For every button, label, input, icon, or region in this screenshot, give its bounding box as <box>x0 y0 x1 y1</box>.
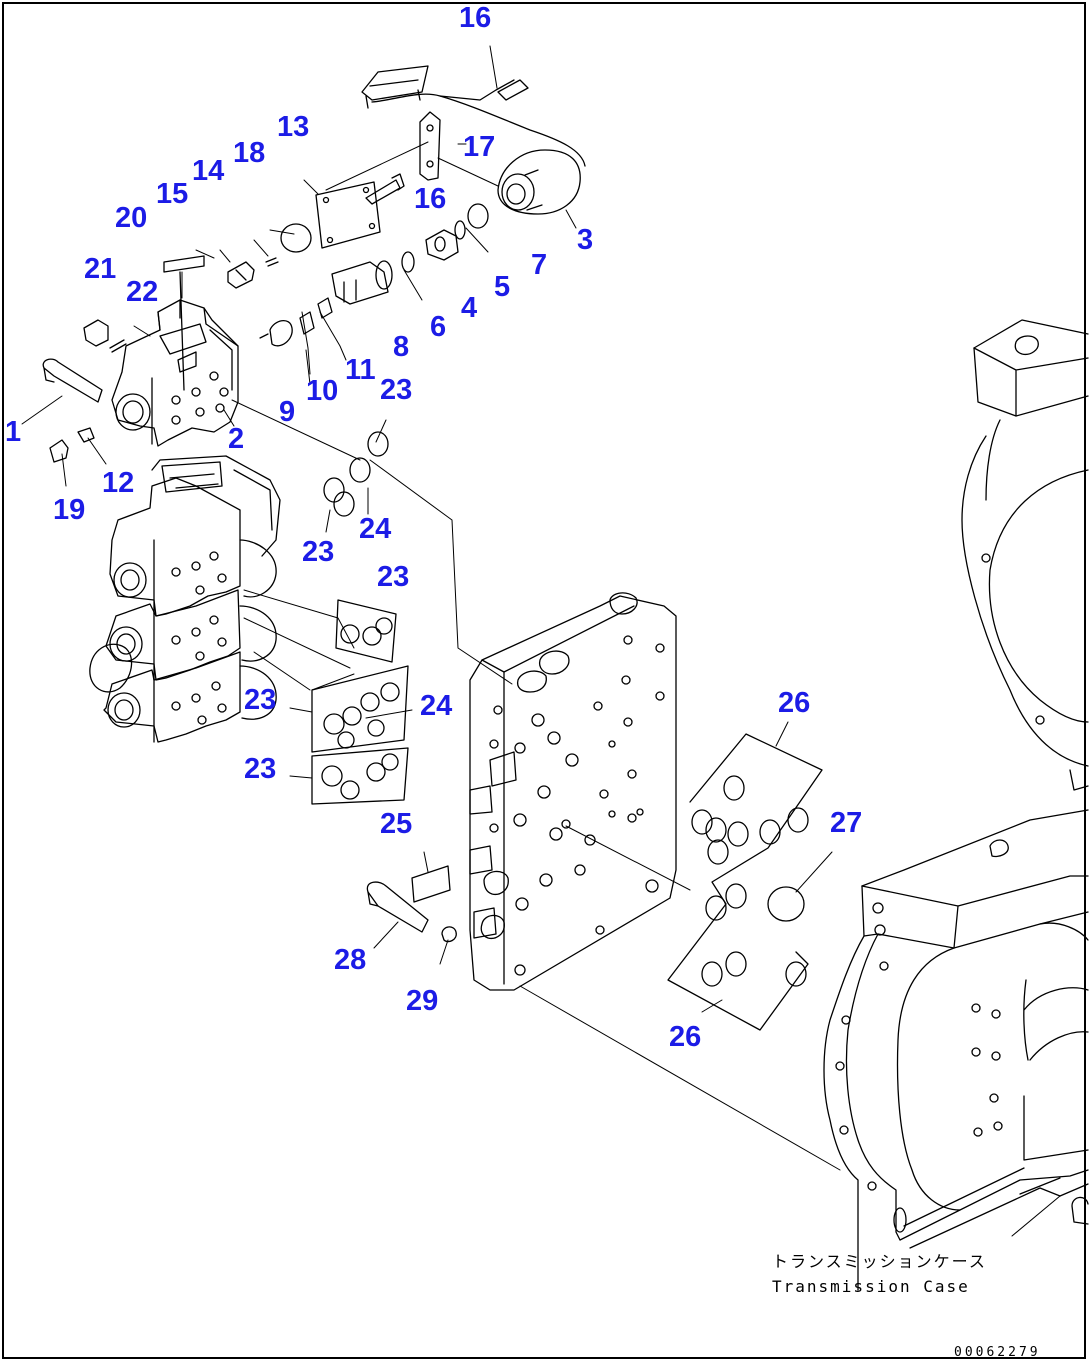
callout-29: 29 <box>406 985 439 1017</box>
callout-11: 11 <box>345 354 376 386</box>
callout-20: 20 <box>115 202 148 234</box>
callout-28: 28 <box>334 944 367 976</box>
callout-6: 6 <box>430 311 447 343</box>
gaskets <box>312 432 408 804</box>
callout-9: 9 <box>279 396 296 428</box>
callout-2: 2 <box>228 423 245 455</box>
callout-3: 3 <box>577 224 594 256</box>
leader-lines <box>22 46 1060 1236</box>
callout-16-top: 16 <box>459 2 492 34</box>
callout-5: 5 <box>494 271 511 303</box>
callout-24-b: 24 <box>420 690 453 722</box>
callout-7: 7 <box>531 249 548 281</box>
callout-13: 13 <box>277 111 310 143</box>
callout-1: 1 <box>5 416 22 448</box>
callout-25: 25 <box>380 808 413 840</box>
exploded-small-parts <box>43 174 488 462</box>
callout-21: 21 <box>84 253 117 285</box>
callout-23-d: 23 <box>244 684 277 716</box>
document-id: 00062279 <box>954 1345 1041 1360</box>
callout-14: 14 <box>192 155 225 187</box>
callout-27: 27 <box>830 807 863 839</box>
callout-4: 4 <box>461 292 478 324</box>
callout-15: 15 <box>156 178 189 210</box>
callout-22: 22 <box>126 276 159 308</box>
callout-10: 10 <box>306 375 339 407</box>
callout-19: 19 <box>53 494 86 526</box>
callout-12: 12 <box>102 467 135 499</box>
valve-stack <box>90 456 280 742</box>
callout-24-a: 24 <box>359 513 392 545</box>
caption-japanese: トランスミッションケース <box>772 1252 987 1271</box>
solenoid-assembly <box>362 66 585 214</box>
callout-23-a: 23 <box>380 374 413 406</box>
callout-26-bottom: 26 <box>669 1021 702 1053</box>
callout-17: 17 <box>463 131 496 163</box>
valve-body-top <box>112 300 238 446</box>
callout-23-b: 23 <box>302 536 335 568</box>
separator-plate <box>668 734 822 1030</box>
callout-18: 18 <box>233 137 266 169</box>
lower-small-parts <box>367 866 804 942</box>
callout-23-c: 23 <box>377 561 410 593</box>
valve-plate <box>470 593 676 990</box>
transmission-case <box>824 320 1088 1290</box>
caption-english: Transmission Case <box>772 1277 970 1296</box>
callout-16-mid: 16 <box>414 183 447 215</box>
callout-26-top: 26 <box>778 687 811 719</box>
callout-8: 8 <box>393 331 410 363</box>
callout-23-e: 23 <box>244 753 277 785</box>
